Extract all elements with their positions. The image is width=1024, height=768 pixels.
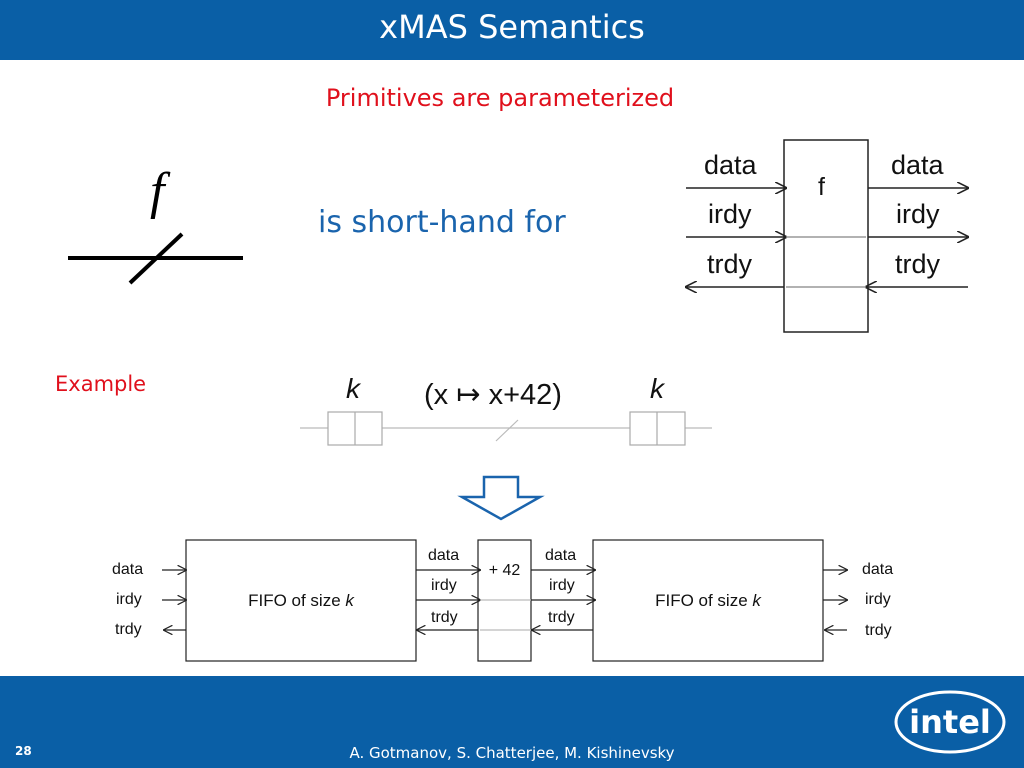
header-bar <box>0 0 1024 60</box>
primitive-left-irdy-label: irdy <box>708 199 752 229</box>
queue-left-param: k <box>346 373 360 404</box>
example-slash <box>495 419 519 442</box>
footer-bar <box>0 676 1024 768</box>
fifo-right-label: FIFO of size k <box>655 591 761 610</box>
function-text: (x ↦ x+42) <box>424 379 562 411</box>
example-label: Example <box>55 372 147 396</box>
net-right-irdy-label: irdy <box>865 591 891 608</box>
queue-right-param: k <box>650 373 664 404</box>
primitive-left-data-label: data <box>704 150 757 180</box>
net-mid1-irdy-label: irdy <box>431 577 457 594</box>
slide-subtitle: Primitives are parameterized <box>325 84 675 112</box>
intel-logo-text: intel <box>909 703 991 741</box>
net-mid1-trdy-label: trdy <box>431 609 458 626</box>
intel-logo-icon: intel <box>894 690 1006 754</box>
shorthand-text: is short-hand for <box>318 205 566 240</box>
net-right-data-label: data <box>862 561 894 578</box>
primitive-box <box>783 139 869 333</box>
shorthand-slash <box>128 232 184 285</box>
down-arrow-icon <box>457 475 545 521</box>
primitive-symbol: f <box>150 163 165 220</box>
authors-text: A. Gotmanov, S. Chatterjee, M. Kishinevs… <box>349 744 675 762</box>
net-right-trdy-label: trdy <box>865 622 892 639</box>
net-mid1-data-label: data <box>428 547 460 564</box>
net-left-irdy-label: irdy <box>116 591 142 608</box>
net-left-trdy-label: trdy <box>115 621 142 638</box>
primitive-right-data-label: data <box>891 150 944 180</box>
primitive-right-trdy-label: trdy <box>895 249 941 279</box>
slide-title: xMAS Semantics <box>379 8 645 46</box>
page-number: 28 <box>15 744 32 758</box>
primitive-right-irdy-label: irdy <box>896 199 940 229</box>
fifo-left-label: FIFO of size k <box>248 591 354 610</box>
primitive-left-trdy-label: trdy <box>707 249 753 279</box>
net-left-data-label: data <box>112 561 144 578</box>
func-box-label: + 42 <box>488 562 521 579</box>
primitive-box-label: f <box>818 173 825 201</box>
net-mid2-irdy-label: irdy <box>549 577 575 594</box>
net-mid2-data-label: data <box>545 547 577 564</box>
fifo-left-box <box>185 539 417 662</box>
net-mid2-trdy-label: trdy <box>548 609 575 626</box>
fifo-right-box <box>592 539 824 662</box>
